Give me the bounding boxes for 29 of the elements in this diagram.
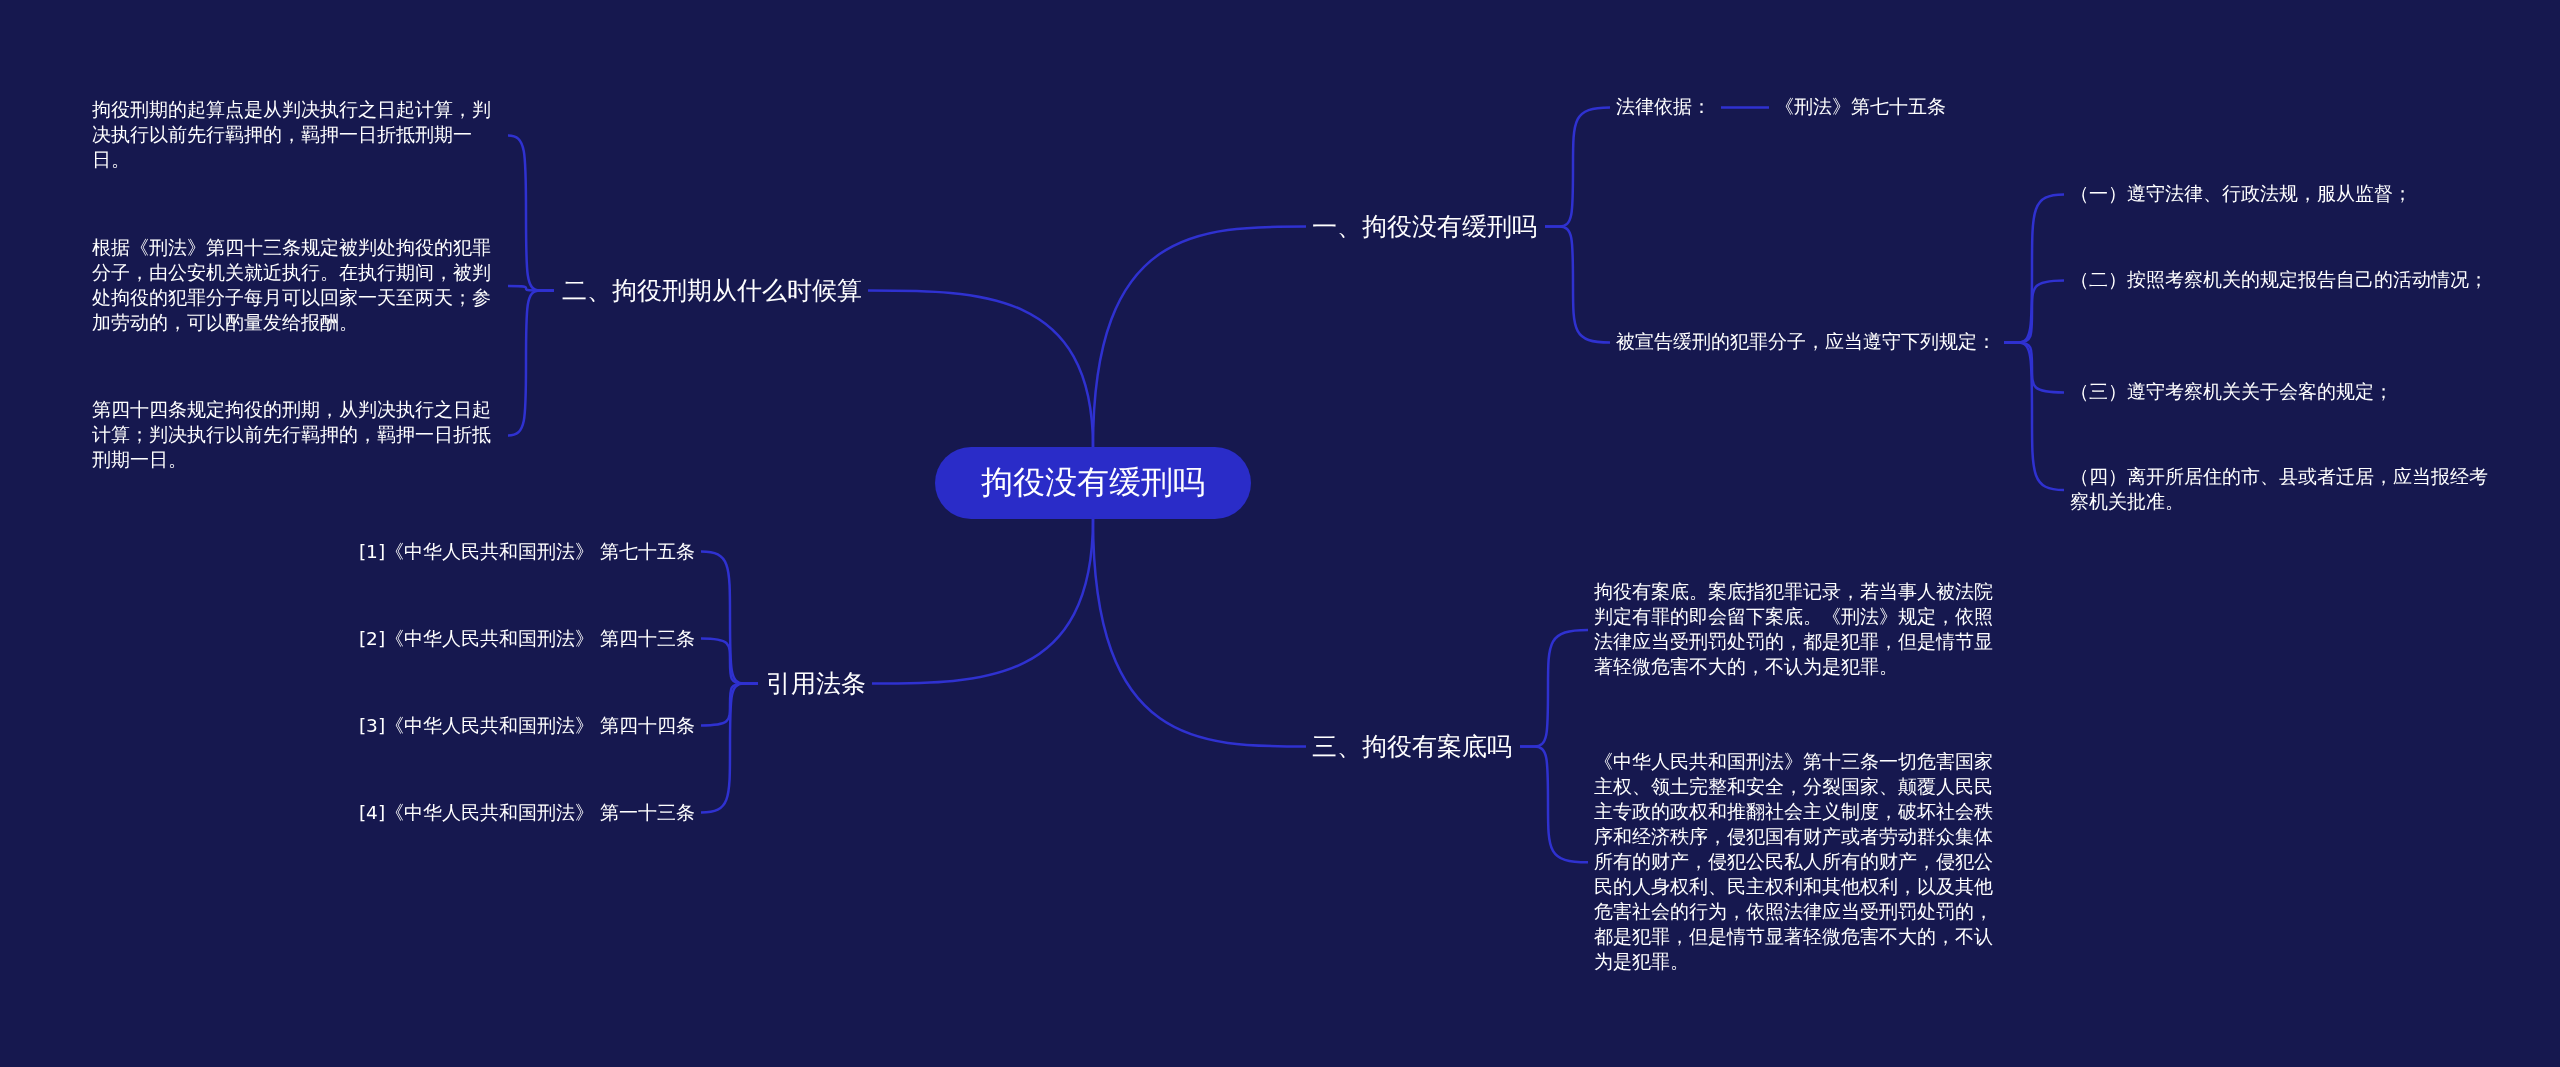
subtopic-text: 《中华人民共和国刑法》第十三条一切危害国家主权、领土完整和安全，分裂国家、颠覆人民民主专政的政权和推翻社会主义制度，破坏社会秩序和经济秩序，侵犯国有财产或者劳动群众集体所有的财产，侵犯公民私人所有的财产，侵犯公民的人身权利、民主权利和其他权利，以及其他危害社会的行为，依照法律应当受刑罚处罚的，都是犯罪，但是情节显著轻微危害不大的，不认为是犯罪。 — [1594, 750, 1999, 975]
subtopic-text: 法律依据： — [1616, 95, 1711, 120]
branch-topic: 一、拘役没有缓刑吗 — [1312, 210, 1537, 243]
subtopic-text: 被宣告缓刑的犯罪分子，应当遵守下列规定： — [1616, 330, 1996, 355]
connector-line — [1520, 745, 1589, 864]
subtopic-text: 《刑法》第七十五条 — [1775, 95, 1946, 120]
connector-line — [2004, 341, 2065, 492]
reference-text: [3]《中华人民共和国刑法》 第四十四条 — [300, 713, 695, 738]
subtopic-text: （一）遵守法律、行政法规，服从监督； — [2070, 182, 2490, 207]
subtopic-text: （二）按照考察机关的规定报告自己的活动情况； — [2070, 268, 2490, 293]
connector-line — [1721, 106, 1769, 109]
connector-line — [700, 682, 758, 814]
reference-text: [1]《中华人民共和国刑法》 第七十五条 — [300, 539, 695, 564]
connector-line — [1545, 225, 1611, 344]
subtopic-text: 第四十四条规定拘役的刑期，从判决执行之日起计算；判决执行以前先行羁押的，羁押一日折抵刑期一日。 — [92, 398, 502, 473]
subtopic-text: （三）遵守考察机关关于会客的规定； — [2070, 380, 2490, 405]
central-topic: 拘役没有缓刑吗 — [935, 447, 1251, 519]
connector-line — [507, 289, 554, 437]
subtopic-text: （四）离开所居住的市、县或者迁居，应当报经考察机关批准。 — [2070, 465, 2490, 515]
subtopic-text: 拘役有案底。案底指犯罪记录，若当事人被法院判定有罪的即会留下案底。《刑法》规定，依照法律应当受刑罚处罚的，都是犯罪，但是情节显著轻微危害不大的，不认为是犯罪。 — [1594, 580, 1999, 680]
branch-topic: 二、拘役刑期从什么时候算 — [562, 274, 862, 307]
subtopic-text: 拘役刑期的起算点是从判决执行之日起计算，判决执行以前先行羁押的，羁押一日折抵刑期一日。 — [92, 98, 502, 173]
branch-topic: 三、拘役有案底吗 — [1312, 730, 1512, 763]
reference-text: [2]《中华人民共和国刑法》 第四十三条 — [300, 626, 695, 651]
branch-topic: 引用法条 — [766, 667, 866, 700]
connector-line — [1091, 518, 1306, 748]
subtopic-text: 根据《刑法》第四十三条规定被判处拘役的犯罪分子，由公安机关就近执行。在执行期间，被判处拘役的犯罪分子每月可以回家一天至两天；参加劳动的，可以酌量发给报酬。 — [92, 236, 502, 336]
connector-line — [868, 289, 1095, 448]
reference-text: [4]《中华人民共和国刑法》 第一十三条 — [300, 800, 695, 825]
